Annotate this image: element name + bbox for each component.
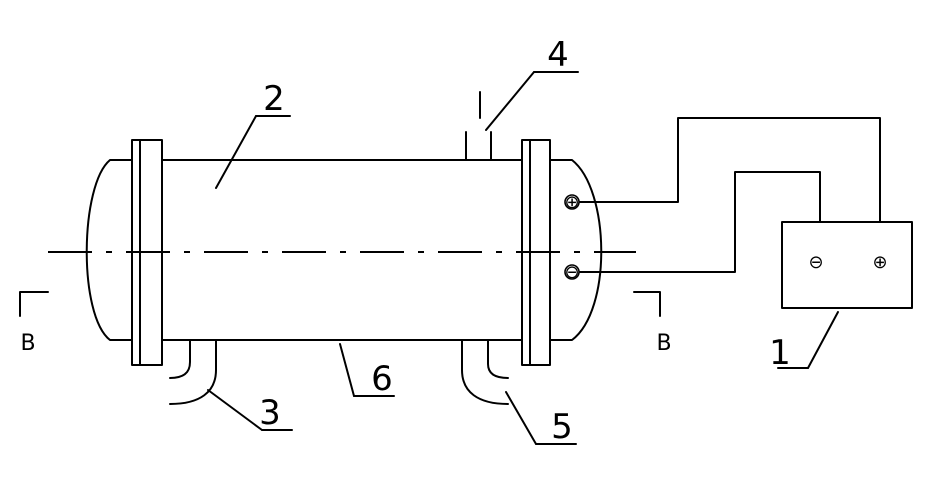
section-mark-right: B (633, 291, 672, 356)
wiring (579, 117, 881, 273)
leader-6: 6 (339, 343, 395, 399)
outlet-pipe-bottom-right (461, 339, 509, 405)
power-supply-box: ⊖ ⊕ (781, 221, 913, 309)
section-label-left: B (20, 331, 35, 356)
positive-electrode-terminal: ⊕ (564, 192, 580, 213)
part-label-1: 1 (769, 333, 791, 373)
power-supply-negative-sign: ⊖ (808, 252, 823, 273)
leader-4: 4 (479, 35, 579, 131)
power-supply-positive-sign: ⊕ (872, 252, 887, 273)
inlet-pipe-bottom-left (169, 339, 217, 405)
vessel-shell (85, 159, 603, 341)
positive-wire (579, 117, 881, 223)
part-label-6: 6 (371, 359, 393, 399)
part-label-5: 5 (551, 407, 573, 447)
negative-electrode-sign: ⊖ (564, 262, 579, 283)
top-pipe (465, 131, 492, 161)
right-dished-head (549, 159, 603, 341)
leader-3: 3 (207, 389, 293, 433)
leader-1: 1 (769, 311, 839, 373)
part-label-2: 2 (263, 79, 285, 119)
section-mark-left: B (19, 291, 49, 356)
leader-2: 2 (215, 79, 291, 189)
negative-wire (579, 171, 821, 273)
leader-5: 5 (505, 391, 577, 447)
part-label-3: 3 (259, 393, 281, 433)
negative-electrode-terminal: ⊖ (564, 262, 580, 283)
positive-electrode-sign: ⊕ (564, 192, 579, 213)
left-dished-head (85, 159, 133, 341)
part-label-4: 4 (547, 35, 569, 75)
section-label-right: B (656, 331, 671, 356)
